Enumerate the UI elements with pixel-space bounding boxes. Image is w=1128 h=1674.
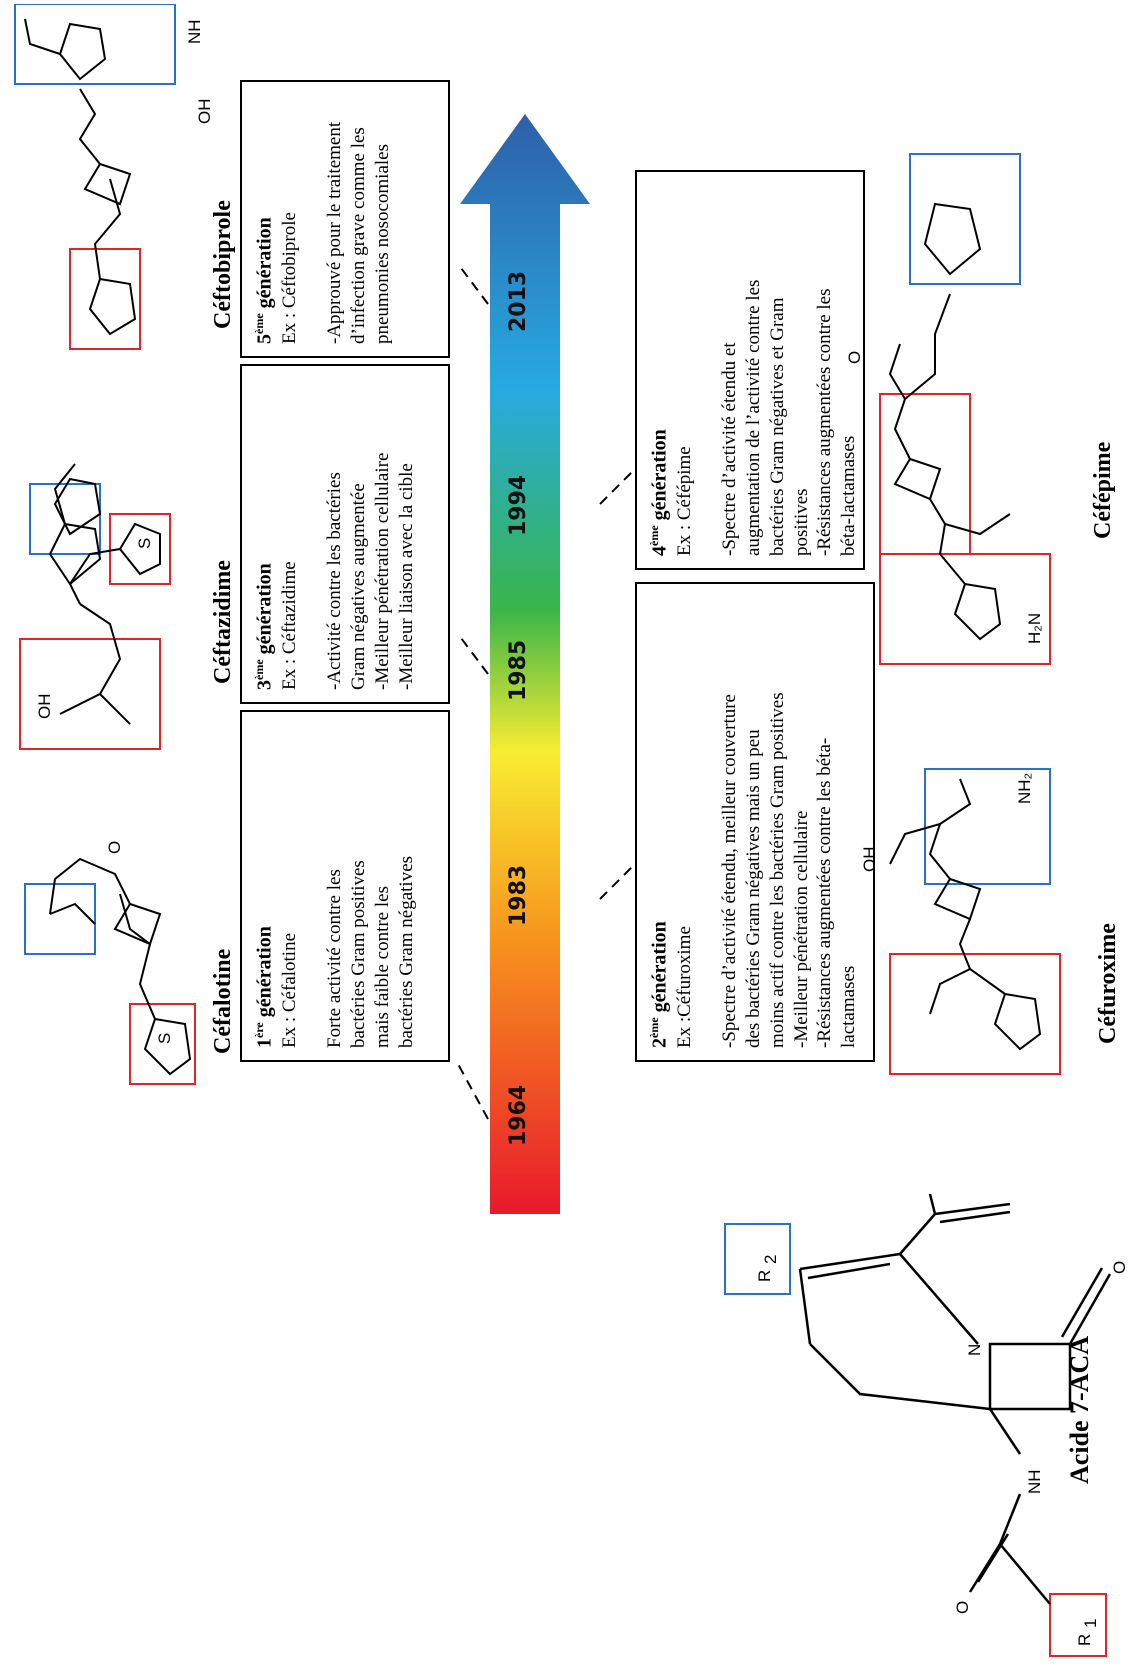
generation-5-box: 5ème génération Ex : Céftobiprole -Appro… bbox=[240, 80, 450, 358]
generation-3-box: 3ème génération Ex : Céftazidime -Activi… bbox=[240, 364, 450, 704]
generation-2-line: -Meilleur pénétration cellulaire bbox=[790, 810, 812, 1048]
svg-text:S: S bbox=[155, 1033, 174, 1044]
generation-2-line: moins actif contre les bactéries Gram po… bbox=[766, 692, 788, 1048]
r2-label: R bbox=[755, 1270, 774, 1282]
generation-5-line: d’infection grave comme les bbox=[348, 127, 370, 344]
generation-3-line: -Activité contre les bactéries bbox=[324, 472, 346, 690]
generation-5-line: -Approuvé pour le traitement bbox=[324, 121, 346, 344]
generation-2-line: des bactéries Gram négatives mais un peu bbox=[743, 729, 765, 1048]
lactam-o-label: O bbox=[1110, 1261, 1128, 1274]
generation-4-line: -Spectre d’activité étendu et bbox=[719, 342, 741, 556]
cefuroxime-structure: NH₂ OH bbox=[860, 768, 1061, 1075]
generation-3-title: 3ème génération bbox=[252, 563, 276, 690]
ceftazidime-name: Céftazidime bbox=[210, 560, 236, 684]
ceftazidime-structure: OH S bbox=[19, 463, 171, 750]
r2-sub: 2 bbox=[761, 1255, 780, 1264]
generation-3-line: -Meilleur liaison avec la cible bbox=[395, 463, 417, 690]
generation-1-line: Forte activité contre les bbox=[324, 869, 346, 1048]
timeline-arrow bbox=[460, 114, 590, 1214]
generation-5-line: pneumonies nosocomiales bbox=[371, 144, 393, 344]
generation-4-line: positives bbox=[790, 488, 812, 556]
svg-text:OH: OH bbox=[860, 847, 879, 873]
generation-5-title: 5ème génération bbox=[252, 217, 276, 344]
generation-2-title: 2ème génération bbox=[647, 921, 671, 1048]
carbonyl-o-label: O bbox=[953, 1601, 972, 1614]
generation-1-example: Ex : Céfalotine bbox=[278, 932, 300, 1048]
generation-4-example: Ex : Céfépime bbox=[673, 446, 695, 556]
svg-text:O: O bbox=[845, 351, 864, 364]
cefalotine-name: Céfalotine bbox=[210, 948, 236, 1054]
generation-4-line: augmentation de l’activité contre les bbox=[743, 279, 765, 556]
ceftobiprole-structure: OH NH bbox=[14, 4, 214, 350]
r1-sub: 1 bbox=[1081, 1619, 1100, 1628]
svg-text:NH: NH bbox=[185, 19, 204, 44]
generation-2-line: -Spectre d’activité étendu, meilleur cou… bbox=[719, 694, 741, 1048]
r1-highlight-box bbox=[1049, 1593, 1107, 1657]
core-structure-7aca: R 1 O NH O N R 2 bbox=[724, 1194, 1128, 1657]
svg-text:OH: OH bbox=[35, 694, 54, 720]
generation-1-box: 1ère génération Ex : Céfalotine Forte ac… bbox=[240, 710, 450, 1062]
r1-label: R bbox=[1075, 1634, 1094, 1646]
svg-text:O: O bbox=[105, 841, 124, 854]
svg-text:NH₂: NH₂ bbox=[1015, 773, 1034, 804]
r2-highlight-box bbox=[724, 1223, 791, 1295]
ring-n-label: N bbox=[965, 1344, 984, 1356]
generation-2-example: Ex :Céfuroxime bbox=[673, 926, 695, 1048]
generation-3-example: Ex : Céftazidime bbox=[278, 561, 300, 690]
generation-1-line: mais faible contre les bbox=[371, 886, 393, 1048]
svg-text:OH: OH bbox=[195, 99, 214, 125]
cefepime-structure: H₂N O bbox=[845, 153, 1051, 665]
svg-text:S: S bbox=[135, 538, 154, 549]
nh-label: NH bbox=[1025, 1469, 1044, 1494]
cefalotine-structure: O S bbox=[24, 841, 196, 1085]
generation-5-example: Ex : Céftobiprole bbox=[278, 212, 300, 344]
ceftobiprole-name: Céftobiprole bbox=[210, 200, 236, 329]
generation-4-title: 4ème génération bbox=[647, 429, 671, 556]
cefepime-name: Céfépime bbox=[1090, 441, 1116, 539]
generation-1-line: bactéries Gram positives bbox=[348, 860, 370, 1048]
generation-1-title: 1ère génération bbox=[252, 926, 276, 1048]
generation-3-line: -Meilleur pénétration cellulaire bbox=[371, 452, 393, 690]
generation-4-line: bactéries Gram négatives et Gram bbox=[766, 297, 788, 557]
generation-1-line: bactéries Gram négatives bbox=[395, 855, 417, 1048]
cefuroxime-name: Céfuroxime bbox=[1095, 923, 1121, 1044]
generation-3-line: Gram négatives augmentée bbox=[348, 483, 370, 690]
svg-text:H₂N: H₂N bbox=[1025, 613, 1044, 644]
